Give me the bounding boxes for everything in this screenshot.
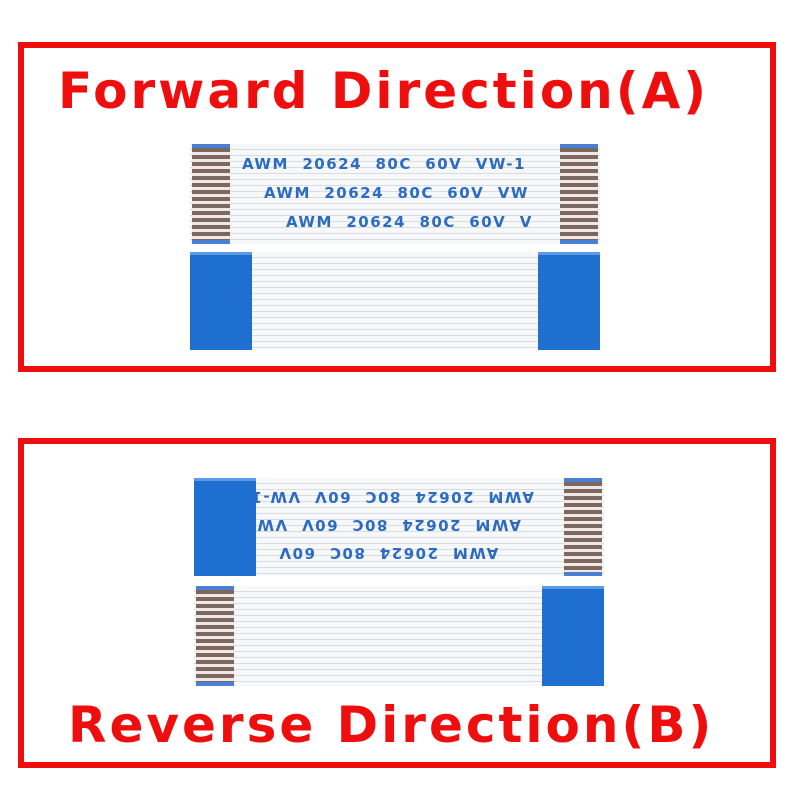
reverse-cable-top: AWM 20624 80C 60V VW-1 AWM 20624 80C 60V… — [194, 478, 604, 576]
reverse-cable-bottom — [194, 586, 604, 686]
forward-direction-title: Forward Direction(A) — [58, 62, 710, 120]
print-line-2: AWM 20624 80C 60V VW — [256, 516, 521, 534]
left-contacts-icon — [196, 586, 234, 686]
print-line-3: AWM 20624 80C 60V V — [286, 213, 533, 231]
right-contacts-icon — [564, 478, 602, 576]
print-line-2: AWM 20624 80C 60V VW — [264, 184, 529, 202]
print-line-2-text: AWM 20624 80C 60V VW — [256, 516, 521, 534]
print-line-3-text: AWM 20624 80C 60V — [278, 544, 499, 562]
reverse-direction-panel: AWM 20624 80C 60V VW-1 AWM 20624 80C 60V… — [18, 438, 776, 768]
forward-cable-contacts-side: AWM 20624 80C 60V VW-1 AWM 20624 80C 60V… — [190, 144, 600, 244]
print-line-1: AWM 20624 80C 60V VW-1 — [242, 155, 526, 173]
right-stiffener-icon — [542, 586, 604, 686]
left-stiffener-icon — [190, 252, 252, 350]
print-line-3: AWM 20624 80C 60V — [278, 544, 499, 562]
forward-direction-panel: Forward Direction(A) AWM 20624 80C 60V V… — [18, 42, 776, 372]
left-stiffener-icon — [194, 478, 256, 576]
forward-cable-stiffener-side — [190, 252, 600, 350]
print-line-1-text: AWM 20624 80C 60V VW-1 — [250, 488, 534, 506]
right-stiffener-icon — [538, 252, 600, 350]
reverse-direction-title: Reverse Direction(B) — [68, 696, 715, 754]
print-line-1: AWM 20624 80C 60V VW-1 — [250, 488, 534, 506]
left-contacts-icon — [192, 144, 230, 244]
right-contacts-icon — [560, 144, 598, 244]
